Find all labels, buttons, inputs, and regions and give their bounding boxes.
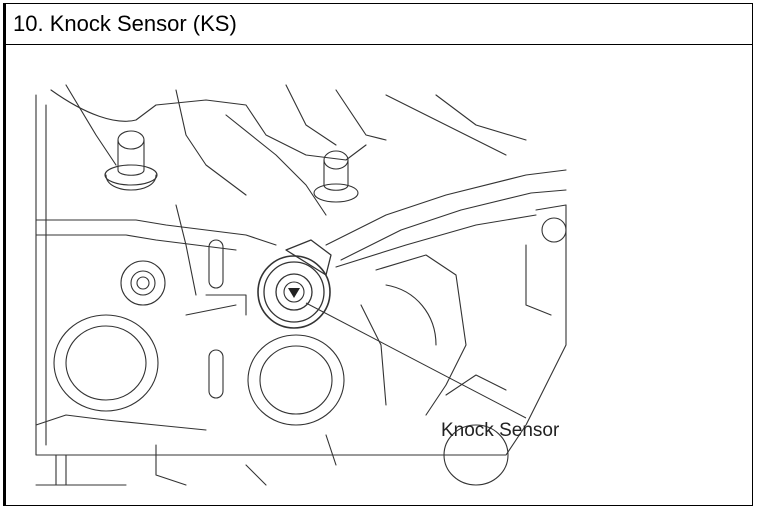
- engine-line-drawing: [35, 84, 567, 486]
- callout-leader-line: [305, 302, 527, 419]
- section-header: 10. Knock Sensor (KS): [6, 4, 752, 45]
- engine-block-illustration: Knock Sensor: [6, 45, 753, 506]
- section-title: 10. Knock Sensor (KS): [13, 11, 237, 36]
- knock-sensor-label: Knock Sensor: [441, 420, 560, 441]
- document-frame: 10. Knock Sensor (KS): [3, 3, 753, 506]
- knock-sensor-body: [257, 239, 332, 329]
